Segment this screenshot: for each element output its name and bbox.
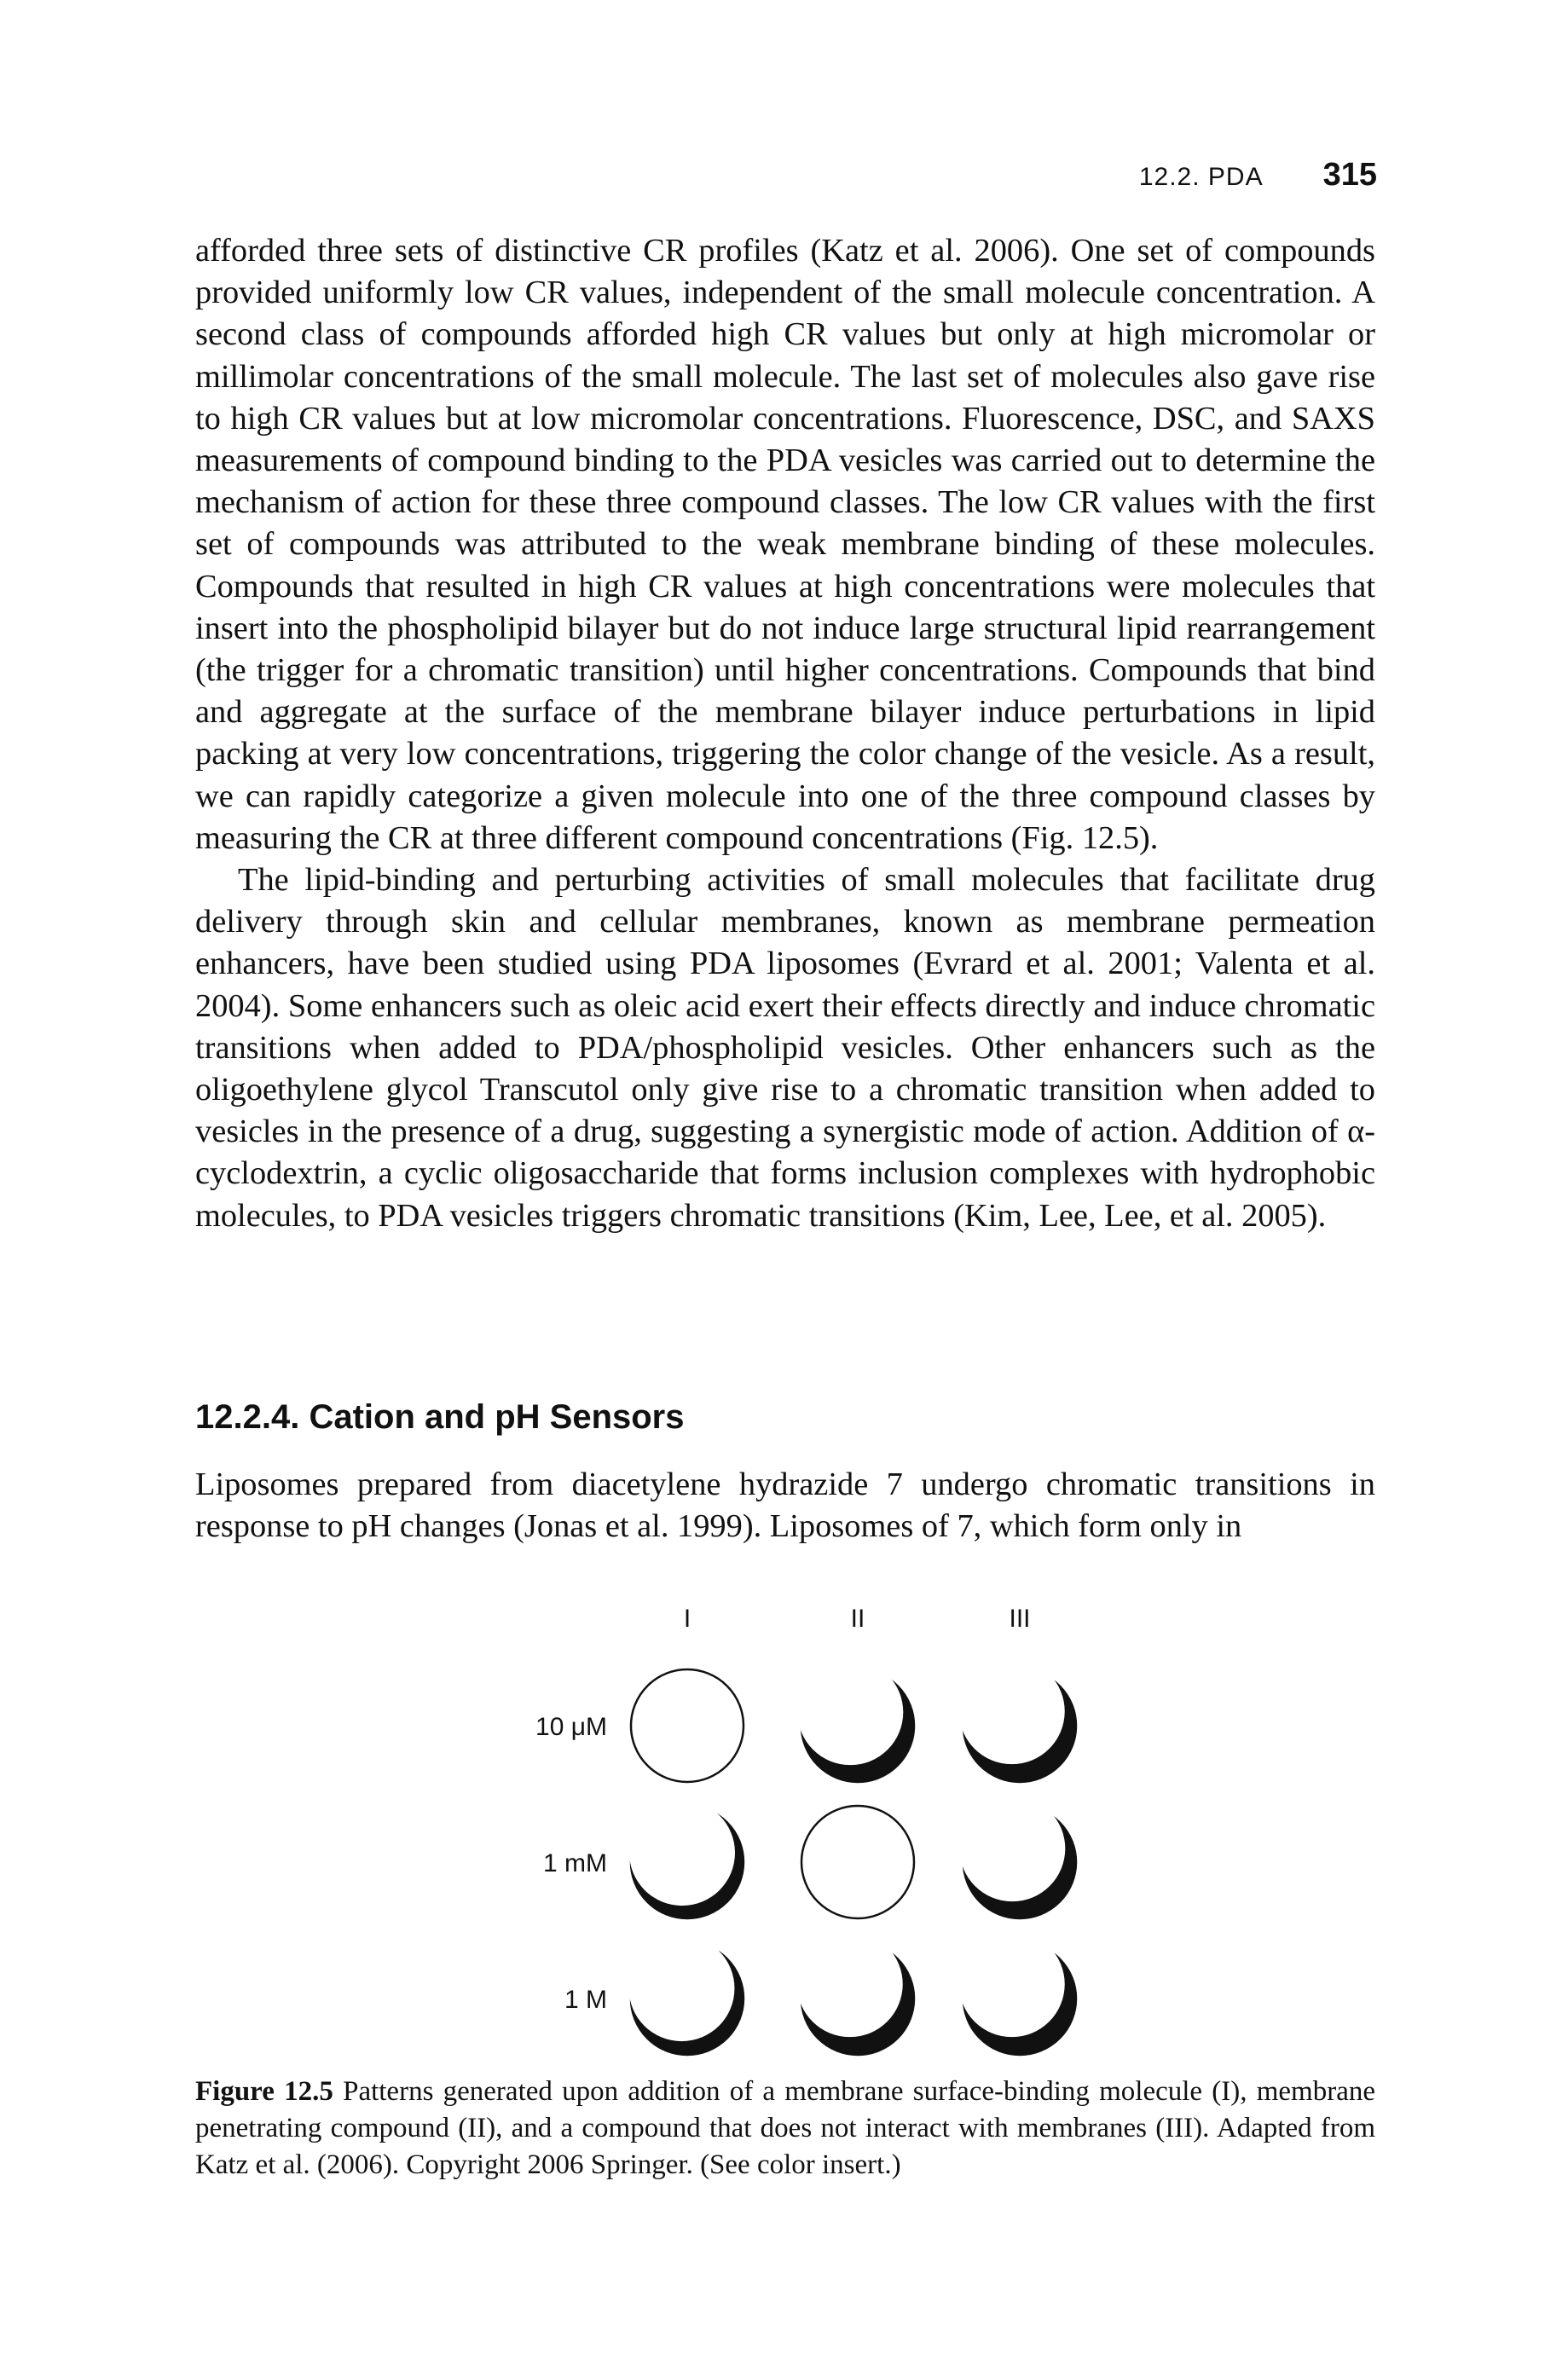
vesicle-pattern (629, 1800, 745, 1920)
vesicle-pattern (797, 1659, 916, 1784)
page-number: 315 (1322, 157, 1377, 193)
row-label: 1 mM (543, 1849, 607, 1877)
section-heading: 12.2.4. Cation and pH Sensors (195, 1398, 685, 1436)
running-header: 12.2. PDA 315 (1139, 157, 1377, 194)
paragraph-2: The lipid-binding and perturbing activit… (195, 862, 1375, 1234)
row-label: 10 μM (535, 1713, 607, 1741)
figure-caption: Figure 12.5 Patterns generated upon addi… (195, 2074, 1375, 2184)
paragraph-1: afforded three sets of distinctive CR pr… (195, 233, 1375, 856)
paragraph-3: Liposomes prepared from diacetylene hydr… (195, 1466, 1375, 1545)
body-text-block-2: Liposomes prepared from diacetylene hydr… (195, 1464, 1375, 1547)
column-label: II (851, 1605, 865, 1633)
vesicle-pattern (958, 1658, 1078, 1784)
vesicle-pattern (629, 1668, 745, 1784)
row-label: 1 M (564, 1986, 607, 2014)
vesicle-pattern (628, 1935, 745, 2057)
vesicle-pattern (958, 1931, 1078, 2057)
vesicle-pattern (800, 1804, 916, 1920)
caption-text: Patterns generated upon addition of a me… (195, 2076, 1375, 2180)
running-title: 12.2. PDA (1138, 163, 1264, 191)
vesicle-pattern (959, 1796, 1078, 1920)
vesicle-pattern (796, 1931, 916, 2057)
column-label: III (1009, 1605, 1030, 1633)
body-text-block-1: afforded three sets of distinctive CR pr… (195, 230, 1375, 1237)
caption-label: Figure 12.5 (195, 2076, 333, 2107)
column-label: I (684, 1605, 691, 1633)
